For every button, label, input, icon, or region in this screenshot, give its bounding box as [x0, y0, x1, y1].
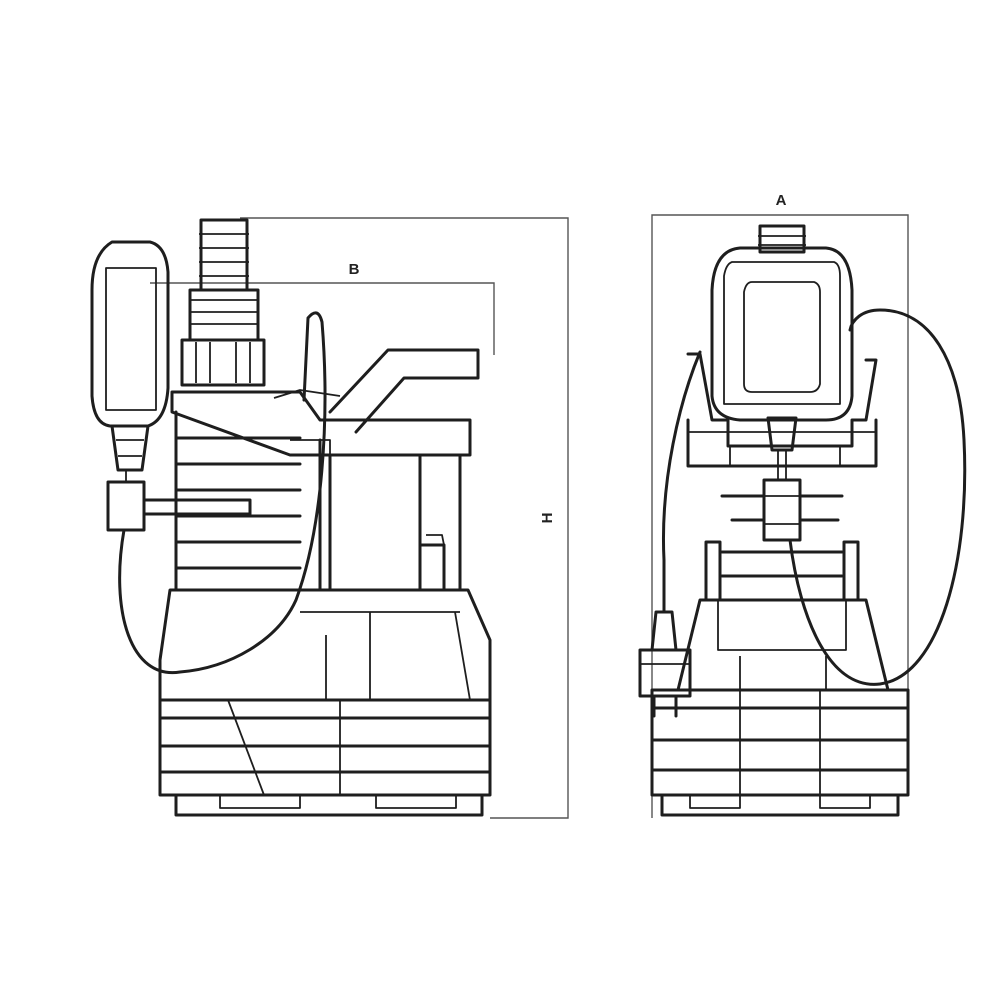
float-cable — [118, 311, 327, 675]
front-float-cable — [788, 308, 967, 686]
front-outlet — [758, 224, 806, 254]
front-power-cable — [662, 350, 702, 614]
front-fins — [704, 494, 860, 602]
power-plug — [638, 610, 692, 718]
front-float-switch — [710, 246, 854, 452]
dimension-h-line — [240, 217, 569, 819]
pump-base — [158, 698, 492, 817]
front-cover — [686, 352, 878, 468]
pump-side-view — [90, 218, 492, 817]
front-base — [650, 688, 910, 817]
outlet-hose-connector — [180, 218, 266, 387]
dimension-label-h: H — [539, 513, 556, 524]
float-switch — [90, 240, 252, 532]
dimension-b-line — [150, 282, 495, 355]
pump-front-view — [638, 224, 967, 817]
dimension-a-line — [651, 214, 909, 818]
pump-housing — [158, 588, 492, 702]
carry-handle — [170, 348, 480, 460]
dimension-label-a: A — [776, 192, 787, 209]
front-housing — [676, 598, 890, 692]
front-cable-clamp — [762, 450, 802, 542]
dimension-lines — [150, 214, 909, 819]
dimension-label-b: B — [349, 261, 360, 278]
